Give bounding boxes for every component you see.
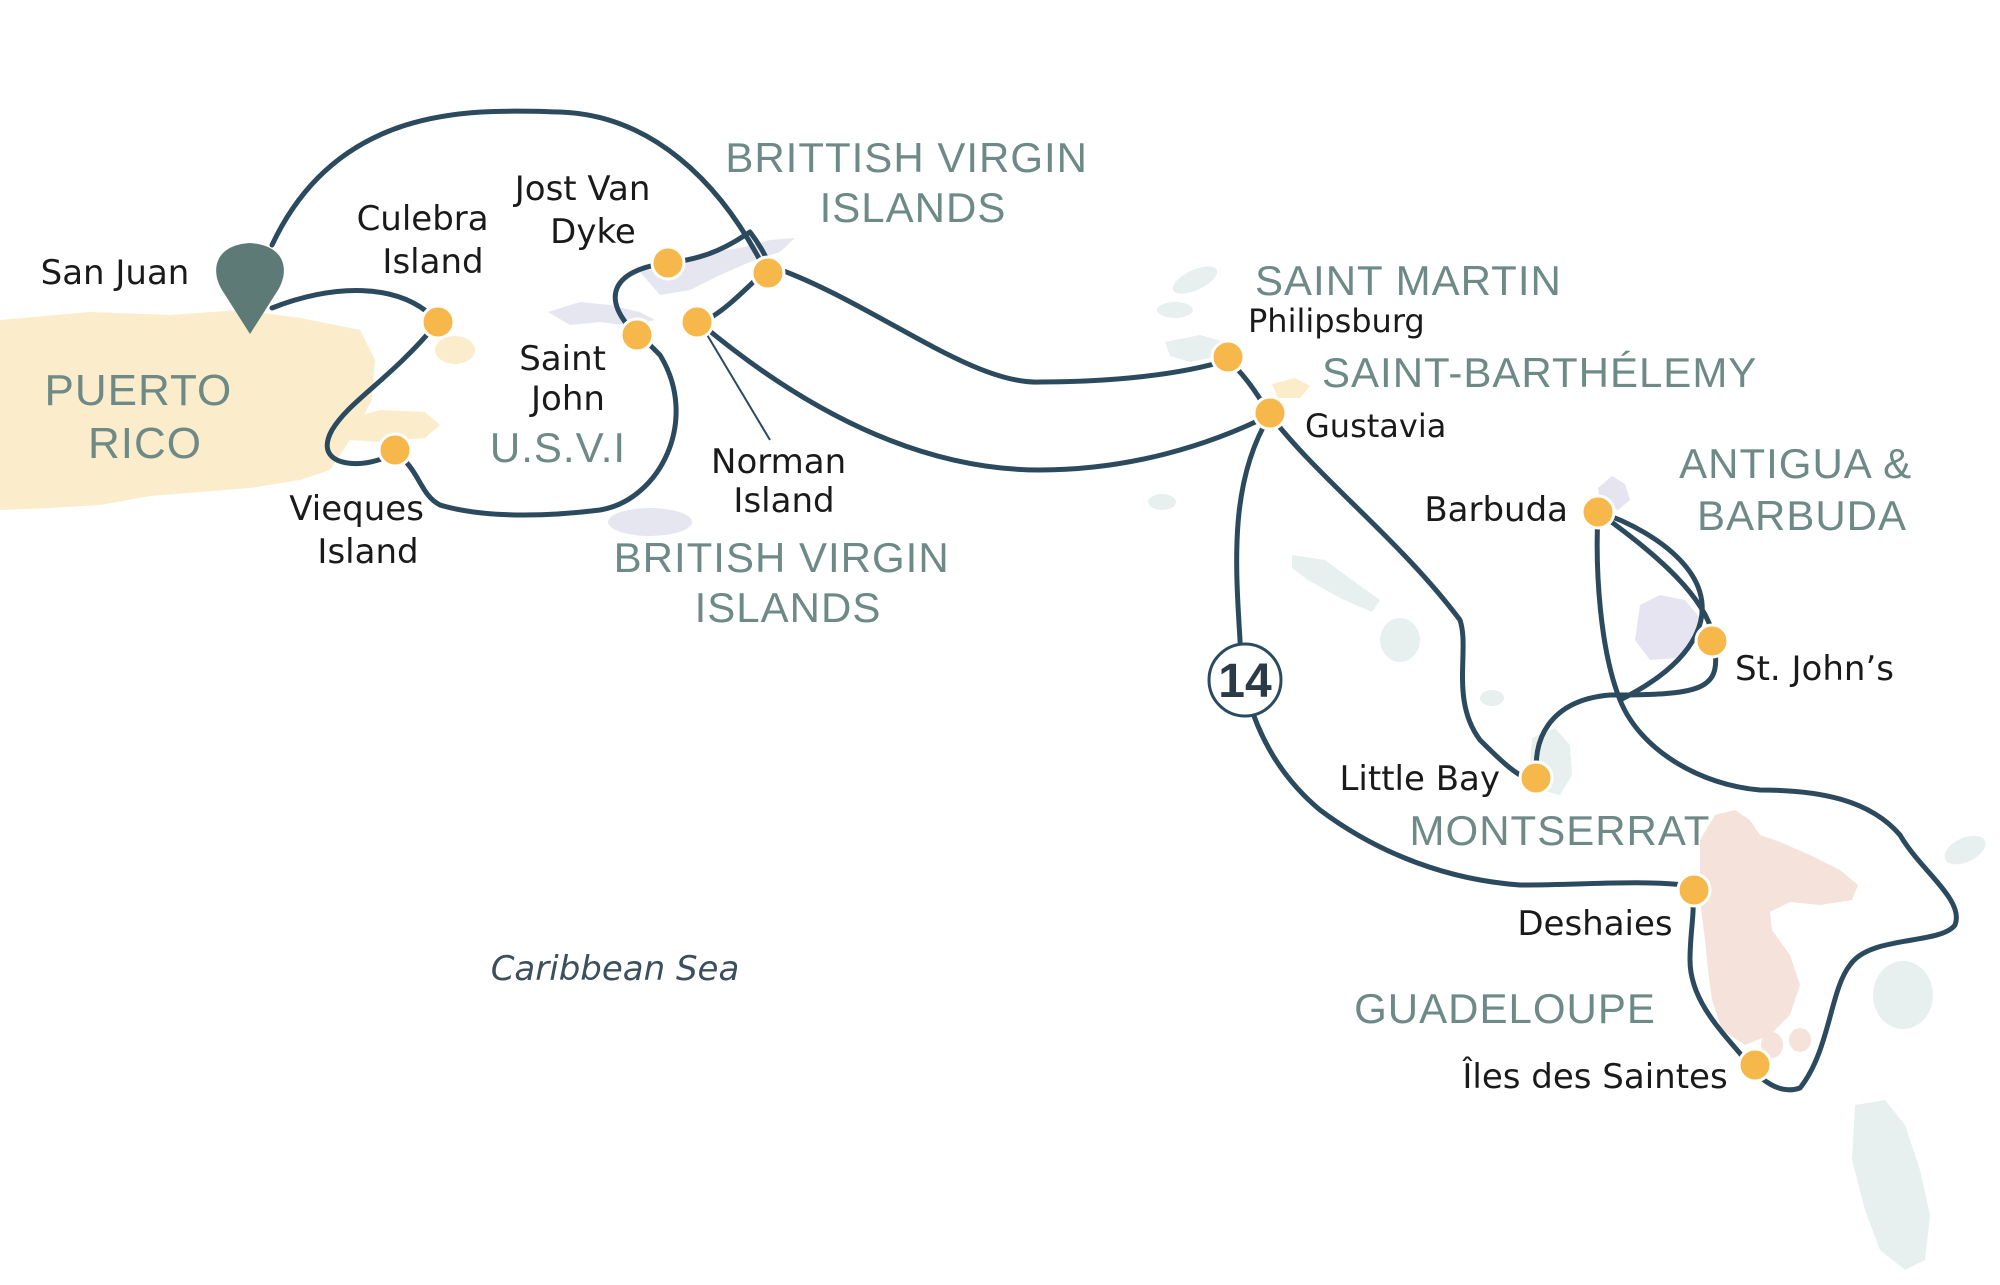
port-label-jost-van-dyke: Jost Van Dyke [513, 169, 662, 252]
region-antigua-barbuda: ANTIGUA & BARBUDA [1679, 440, 1925, 539]
port-label-gustavia: Gustavia [1305, 407, 1446, 445]
port-dot-tortola[interactable] [750, 255, 786, 291]
port-label-little-bay: Little Bay [1339, 759, 1500, 799]
port-label-deshaies: Deshaies [1517, 904, 1672, 944]
region-puerto-rico: PUERTO RICO [45, 366, 246, 468]
les-saintes-land-2 [1789, 1028, 1811, 1052]
saint-barthelemy-land [1272, 378, 1310, 398]
duration-badge: 14 [1207, 642, 1283, 718]
antigua-land [1635, 595, 1700, 660]
port-label-st-johns: St. John’s [1735, 649, 1894, 689]
marie-galante-land [1873, 961, 1933, 1029]
port-markers [377, 245, 1773, 1083]
region-guadeloupe: GUADELOUPE [1354, 985, 1656, 1032]
port-label-san-juan: San Juan [41, 253, 190, 293]
anguilla-land [1172, 266, 1218, 294]
puerto-rico-land [0, 310, 375, 510]
port-dot-st-johns[interactable] [1694, 623, 1730, 659]
port-dot-saint-john[interactable] [619, 317, 655, 353]
port-label-philipsburg: Philipsburg [1248, 302, 1425, 340]
bvi-islet [608, 508, 692, 536]
la-desirade-land [1944, 835, 1986, 865]
port-dot-gustavia[interactable] [1252, 395, 1288, 431]
port-label-norman-island: Norman Island [711, 442, 857, 521]
vieques-land [345, 410, 440, 442]
port-label-vieques: Vieques Island [289, 489, 434, 572]
port-dot-barbuda[interactable] [1580, 494, 1616, 530]
norman-island-leader [699, 322, 771, 441]
port-label-barbuda: Barbuda [1424, 490, 1568, 530]
les-saintes-land [1761, 1032, 1783, 1058]
port-label-culebra: Culebra Island [357, 199, 500, 282]
port-dot-jost-van-dyke[interactable] [650, 245, 686, 281]
port-dot-philipsburg[interactable] [1210, 339, 1246, 375]
dominica-land [1852, 1100, 1930, 1270]
region-usvi: U.S.V.I [490, 424, 626, 471]
port-label-iles-des-saintes: Îles des Saintes [1461, 1056, 1727, 1097]
culebra-land [435, 336, 475, 364]
cruise-route [269, 108, 1959, 1093]
region-brittish-virgin-islands: BRITTISH VIRGIN ISLANDS [725, 134, 1100, 231]
anguilla-land-2 [1157, 302, 1193, 318]
port-label-saint-john: Saint John [519, 339, 617, 419]
redonda-land [1480, 690, 1504, 706]
port-dot-deshaies[interactable] [1676, 872, 1712, 908]
port-dot-culebra[interactable] [420, 304, 456, 340]
saint-martin-land [1165, 335, 1225, 362]
guadeloupe-land [1700, 810, 1858, 1045]
nevis-land [1380, 618, 1420, 662]
region-british-virgin-islands: BRITISH VIRGIN ISLANDS [614, 534, 963, 631]
location-pin-icon [216, 243, 284, 334]
saba-land [1148, 494, 1176, 510]
duration-nights: 14 [1218, 655, 1272, 708]
port-dot-iles-des-saintes[interactable] [1737, 1047, 1773, 1083]
region-saint-barthelemy: SAINT-BARTHÉLEMY [1322, 349, 1757, 396]
port-dot-norman-island[interactable] [679, 304, 715, 340]
port-dot-little-bay[interactable] [1518, 760, 1554, 796]
region-montserrat: MONTSERRAT [1410, 807, 1711, 854]
port-dot-vieques[interactable] [377, 432, 413, 468]
sea-label: Caribbean Sea [491, 949, 740, 989]
region-saint-martin: SAINT MARTIN [1255, 257, 1562, 304]
st-kitts-land [1292, 555, 1380, 612]
